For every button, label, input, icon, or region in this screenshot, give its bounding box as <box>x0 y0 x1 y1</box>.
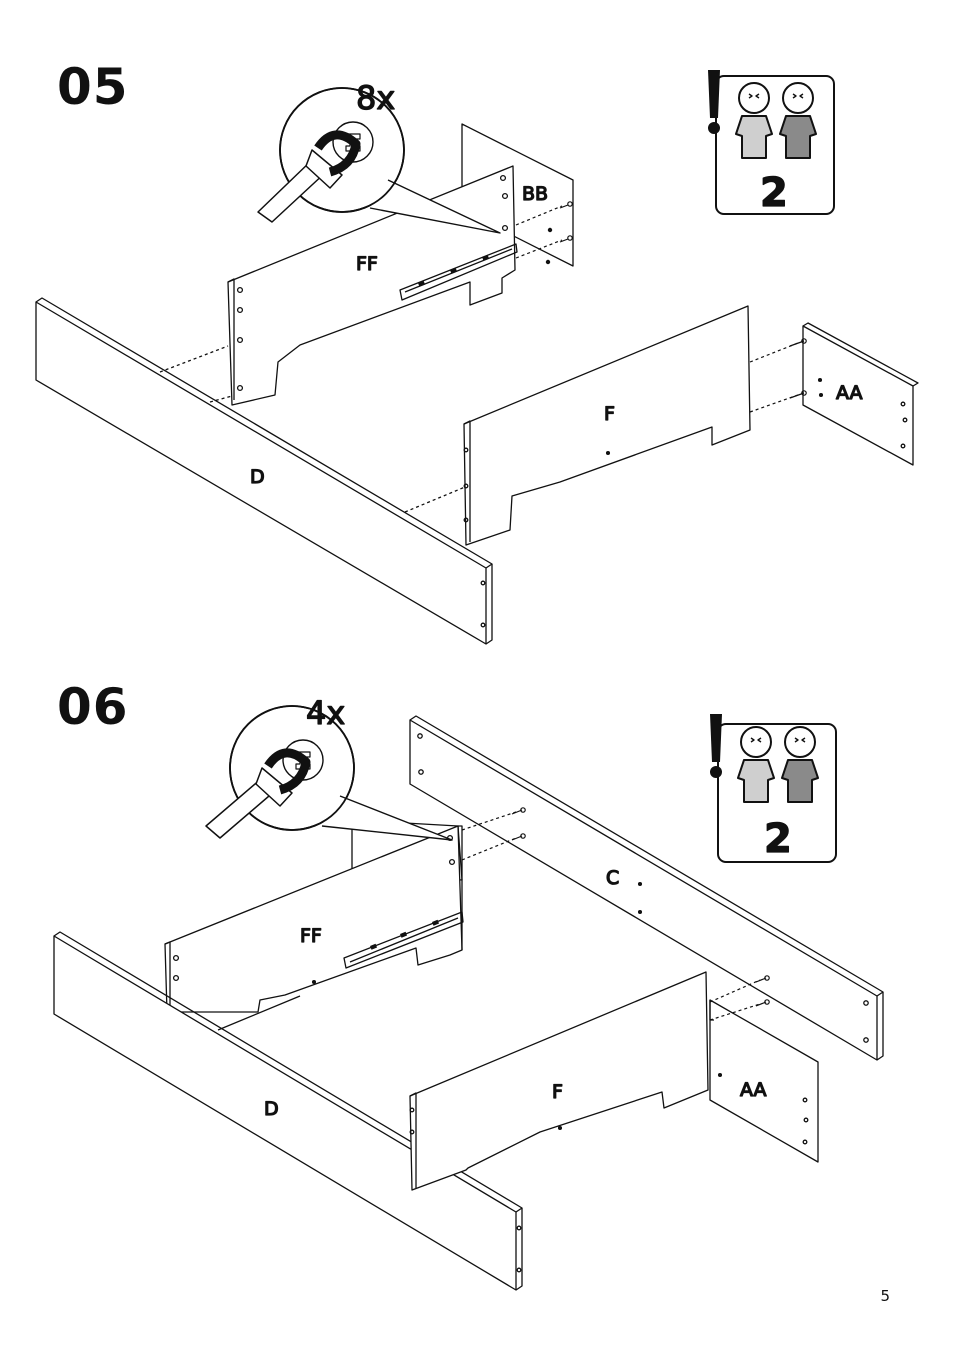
panel-ff <box>165 826 463 1012</box>
part-label-f: F <box>552 1081 563 1103</box>
part-label-d: D <box>250 466 265 488</box>
part-label-f: F <box>604 403 615 425</box>
part-label-d: D <box>264 1098 279 1120</box>
part-label-bb: BB <box>522 183 548 205</box>
page-number: 5 <box>880 1287 890 1305</box>
part-label-aa: AA <box>740 1079 767 1101</box>
panel-f <box>464 306 750 545</box>
part-label-ff: FF <box>300 925 322 947</box>
part-label-aa: AA <box>836 382 863 404</box>
count-label-05: 8x <box>356 79 395 117</box>
persons-count-05: 2 <box>760 170 788 216</box>
part-label-c: C <box>606 867 619 889</box>
step-06-drawing <box>54 706 883 1290</box>
step-05-drawing <box>36 70 918 644</box>
persons-count-06: 2 <box>764 816 792 862</box>
count-label-06: 4x <box>306 694 345 732</box>
part-label-ff: FF <box>356 253 378 275</box>
